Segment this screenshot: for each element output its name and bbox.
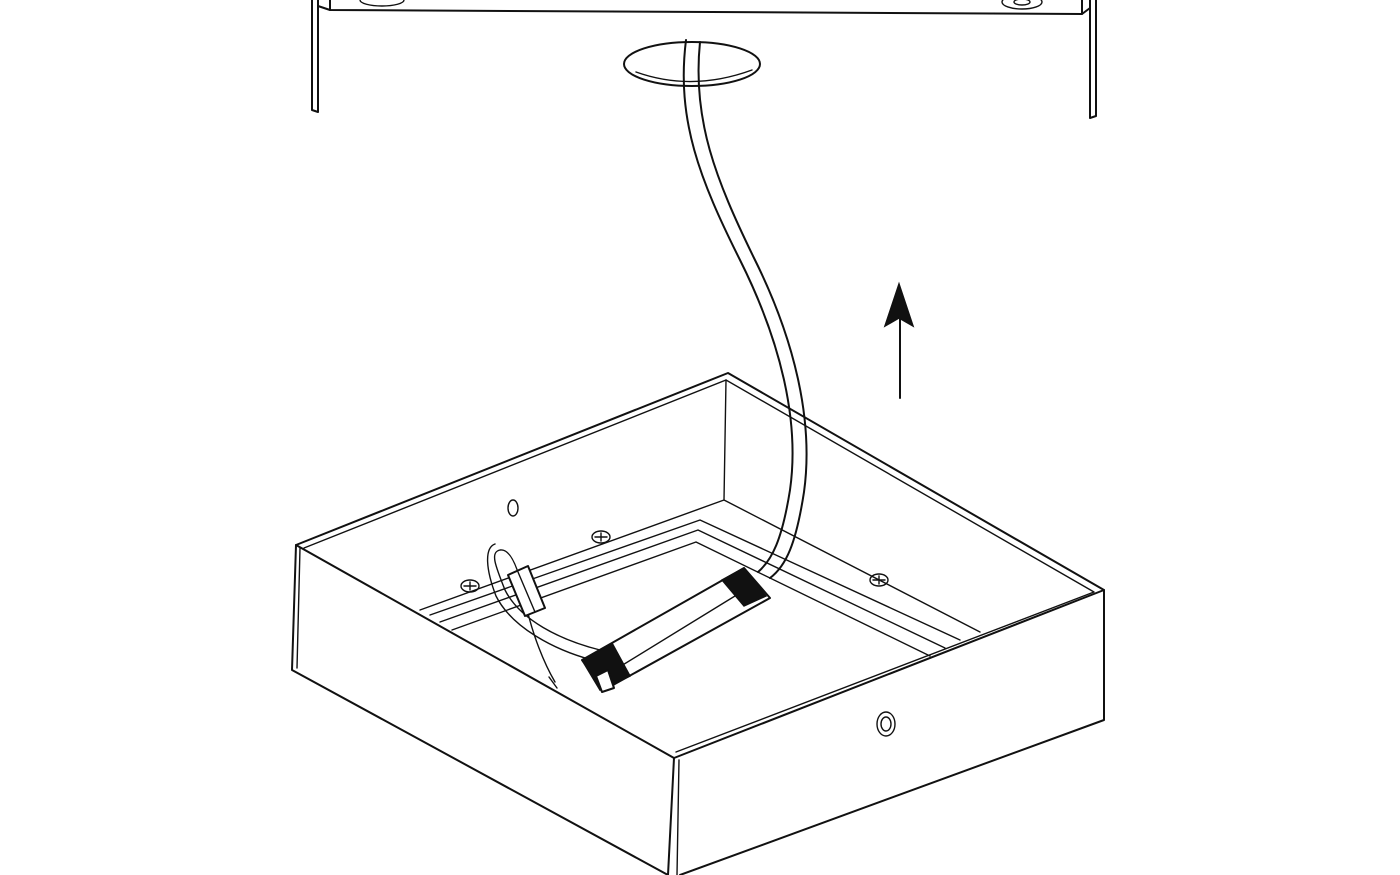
- screw-icon: [460, 579, 480, 593]
- arrow-up-icon: [883, 281, 915, 399]
- internal-wire: [486, 543, 601, 689]
- ceiling-plate-icon: [311, 0, 1097, 119]
- ceiling-hole: [623, 41, 761, 87]
- screw-icon: [869, 573, 889, 587]
- screw-icon: [876, 711, 896, 737]
- screw-icon: [591, 530, 611, 544]
- led-driver-icon: [580, 567, 771, 693]
- cable-icon: [682, 39, 808, 579]
